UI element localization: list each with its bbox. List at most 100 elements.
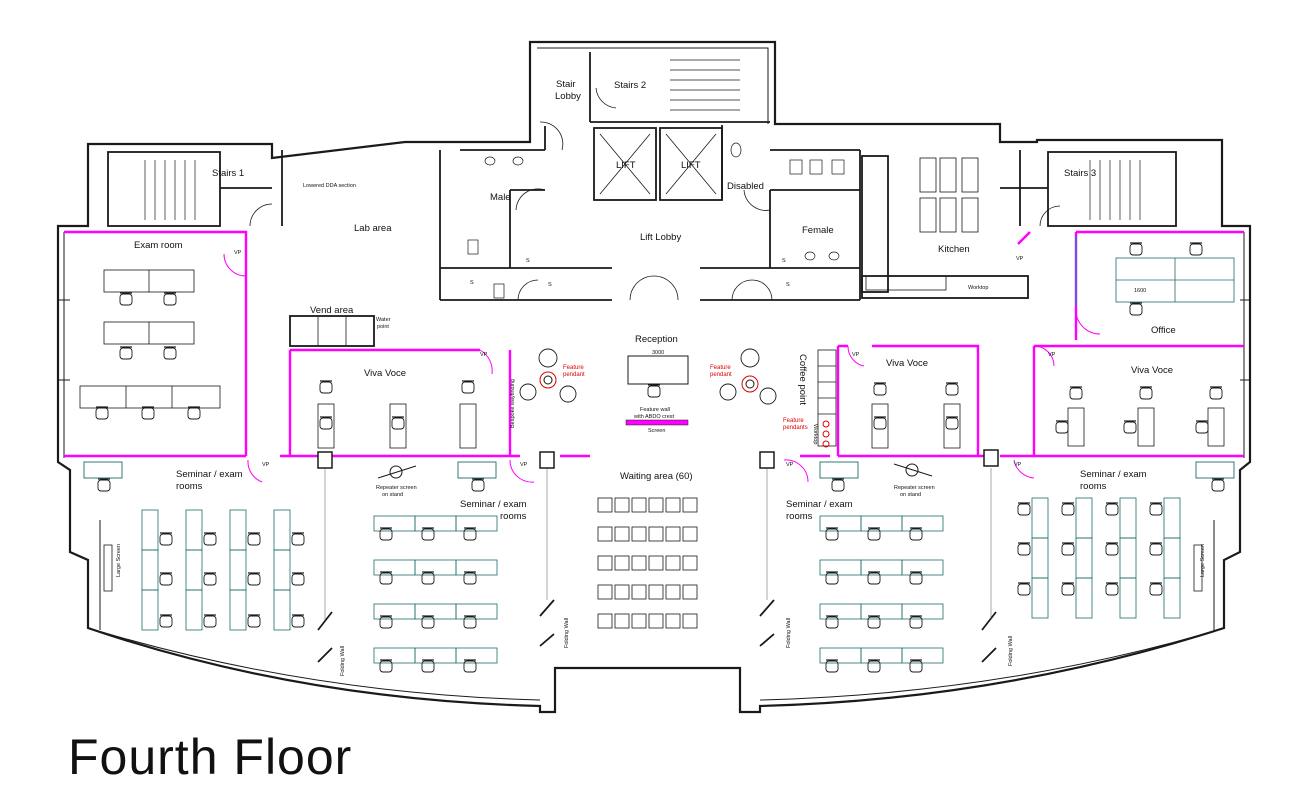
chair [379, 571, 393, 585]
label-viva-voce-right: Viva Voce [1131, 365, 1173, 376]
chair-seat [825, 616, 839, 629]
coffee-counter [817, 349, 837, 447]
chair [1123, 420, 1137, 434]
label-waiting-area: Waiting area (60) [620, 471, 693, 482]
chair [119, 292, 133, 306]
chair-seat [159, 533, 173, 546]
label-seminar-r1: Seminar / exam [1080, 469, 1147, 480]
chair [319, 416, 333, 430]
chair-seat [421, 660, 435, 673]
divider-lines [324, 468, 992, 620]
chair-seat [1069, 387, 1083, 400]
seminar-desk [1075, 577, 1093, 619]
label-female: Female [802, 225, 834, 236]
chair-seat [909, 616, 923, 629]
label-kitchen: Kitchen [938, 244, 970, 255]
waiting-seat [631, 613, 647, 629]
label-worktop: Worktop [968, 285, 988, 291]
chair [909, 571, 923, 585]
floor-title: Fourth Floor [68, 729, 353, 785]
chair [421, 571, 435, 585]
label-folding-wall-1: Folding Wall [340, 646, 346, 676]
partition-doors [223, 253, 1101, 483]
chair [247, 614, 261, 628]
chair [1017, 542, 1031, 556]
waiting-seat [648, 526, 664, 542]
seminar-desk [141, 549, 159, 591]
waiting-seat [682, 497, 698, 513]
chair [867, 571, 881, 585]
seminar-desk [819, 559, 862, 576]
chair [163, 292, 177, 306]
chair-seat [421, 616, 435, 629]
seminar-desk [373, 515, 416, 532]
chair-seat [463, 572, 477, 585]
chair-seat [421, 572, 435, 585]
waiting-seat [682, 526, 698, 542]
chair-seat [1139, 387, 1153, 400]
waiting-seat [614, 555, 630, 571]
seminar-desk [273, 549, 291, 591]
chair [1211, 478, 1225, 492]
chair-seat [1061, 543, 1075, 556]
chair [421, 615, 435, 629]
chair [141, 406, 155, 420]
chair [97, 478, 111, 492]
chair [945, 382, 959, 396]
chair [825, 527, 839, 541]
exam-desks [79, 269, 221, 409]
chair-seat [945, 417, 959, 430]
label-large-screen-l: Large Screen [116, 544, 122, 577]
chair-seat [831, 479, 845, 492]
chair-seat [421, 528, 435, 541]
label-feature-pendant-2b: pendant [710, 372, 732, 378]
chair-seat [867, 616, 881, 629]
seminar-desk [901, 603, 944, 620]
label-feature-pendants-a: Feature [783, 418, 804, 424]
chair-seat [203, 533, 217, 546]
chair-seat [463, 616, 477, 629]
chair-seat [1149, 583, 1163, 596]
door-swings [249, 87, 1061, 301]
label-repeater-r1: Repeater screen [894, 485, 935, 491]
seminar-desk [185, 589, 203, 631]
chair [825, 571, 839, 585]
chair-seat [187, 407, 201, 420]
seminar-desk [373, 559, 416, 576]
label-repeater-l2: on stand [382, 492, 403, 498]
chair-seat [379, 660, 393, 673]
chair [463, 527, 477, 541]
waiting-seat [631, 584, 647, 600]
chair-seat [141, 407, 155, 420]
chair [1017, 582, 1031, 596]
chair [463, 615, 477, 629]
label-repeater-r2: on stand [900, 492, 921, 498]
waiting-seat [648, 497, 664, 513]
chair-seat [909, 528, 923, 541]
chair [379, 659, 393, 673]
label-folding-wall-3: Folding Wall [786, 618, 792, 648]
chair [867, 615, 881, 629]
label-feature-pendant-2a: Feature [710, 365, 731, 371]
label-coffee-point: Coffee point [797, 354, 808, 405]
seminar-desk [860, 559, 903, 576]
labels: Stairs 1 Stair Lobby Stairs 2 Stairs 3 L… [116, 79, 1206, 676]
chair [1149, 502, 1163, 516]
chair [867, 659, 881, 673]
core-walls [107, 52, 1177, 347]
chair-seat [163, 347, 177, 360]
chair [909, 615, 923, 629]
label-vp-7: VP [1016, 256, 1024, 262]
label-seminar-ml1: Seminar / exam [460, 499, 527, 510]
chair [291, 614, 305, 628]
chair-seat [97, 479, 111, 492]
seminar-desk [185, 509, 203, 551]
seminar-desk [373, 603, 416, 620]
chair-seat [1149, 503, 1163, 516]
chair-seat [1017, 503, 1031, 516]
label-feature-pendant-1a: Feature [563, 365, 584, 371]
chair [159, 572, 173, 586]
chairs [95, 242, 1225, 673]
seminar-desk [1163, 497, 1181, 539]
waiting-seat [614, 613, 630, 629]
